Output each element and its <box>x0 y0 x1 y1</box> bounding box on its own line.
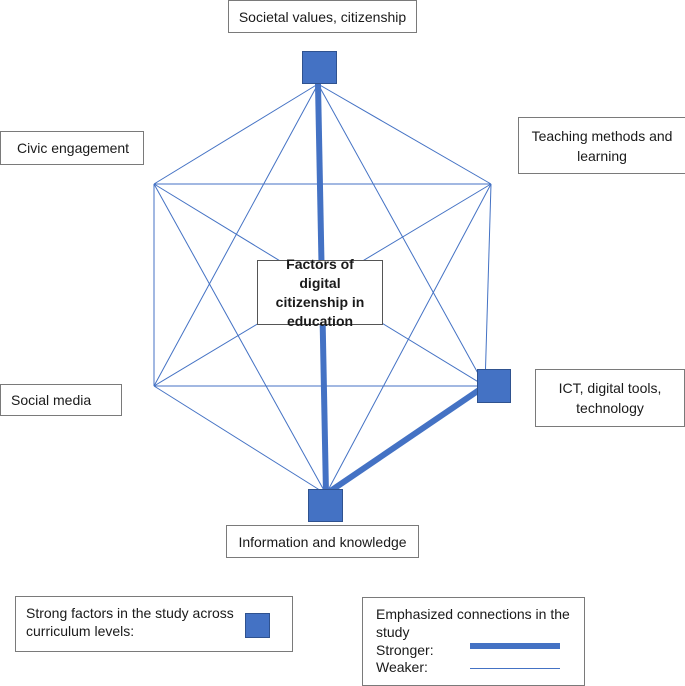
node-label-civic-engagement: Civic engagement <box>17 140 130 156</box>
node-label-ict: ICT, digital tools, technology <box>558 380 662 416</box>
legend-strong-factor-square <box>245 613 270 638</box>
node-label-information: Information and knowledge <box>238 533 407 550</box>
weak-connection-upper_right-lower_right <box>484 183 492 387</box>
legend-strong-factors: Strong factors in the study across curri… <box>15 596 293 652</box>
weak-connection-top-upper_left <box>153 83 319 185</box>
legend-stronger-line <box>470 643 560 649</box>
legend-weaker-line <box>470 668 560 669</box>
node-label-social-media: Social media <box>11 392 92 408</box>
node-social-media: Social media <box>0 384 122 416</box>
legend-connections: Emphasized connections in the study Stro… <box>362 597 585 686</box>
node-civic-engagement: Civic engagement <box>0 131 144 165</box>
weak-connection-bottom-lower_left <box>153 385 327 495</box>
strong-connection-lower_right-bottom <box>324 383 487 497</box>
legend-factors-label: Strong factors in the study across curri… <box>26 605 234 639</box>
weak-connection-top-upper_right <box>317 83 492 185</box>
legend-weaker-label: Weaker: <box>376 659 428 675</box>
node-societal-values: Societal values, citizenship <box>228 0 417 33</box>
strong-factor-square-right <box>477 369 511 403</box>
strong-factor-square-top <box>302 51 337 84</box>
weak-connection-top-lower_left <box>153 83 319 387</box>
node-information-knowledge: Information and knowledge <box>226 525 419 558</box>
center-title: Factors of digital citizenship in educat… <box>275 255 365 329</box>
weak-connection-top-lower_right <box>317 83 486 387</box>
strong-factor-square-bottom <box>308 489 343 522</box>
center-title-box: Factors of digital citizenship in educat… <box>257 256 383 329</box>
node-label-teaching-methods: Teaching methods and learning <box>531 127 673 164</box>
weak-connection-bottom-upper_left <box>153 183 327 495</box>
node-label-societal-values: Societal values, citizenship <box>238 8 407 25</box>
node-ict-digital-tools: ICT, digital tools, technology <box>535 369 685 427</box>
legend-stronger-label: Stronger: <box>376 642 434 658</box>
legend-connections-title: Emphasized connections in the study <box>376 606 570 640</box>
node-teaching-methods: Teaching methods and learning <box>518 117 685 174</box>
